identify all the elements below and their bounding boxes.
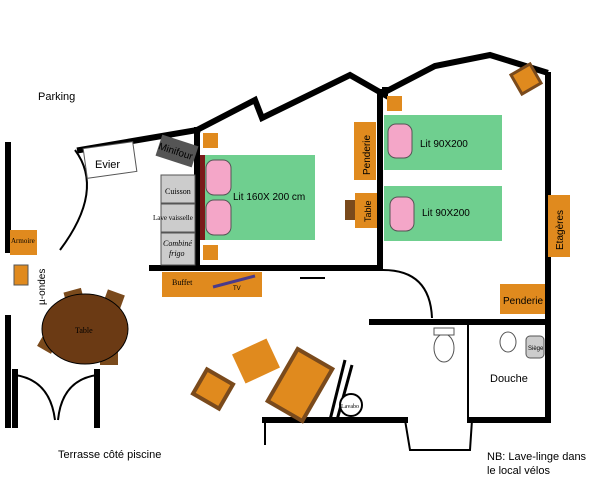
micro-ondes-label: µ-ondes: [37, 269, 48, 305]
toilet-tank: [433, 327, 455, 336]
penderie: [354, 122, 376, 180]
door-arc: [57, 374, 98, 421]
door-arc: [59, 149, 88, 251]
pillow: [387, 123, 413, 159]
micro-ondes: [13, 264, 29, 286]
lave-vaisselle-label: Lave vaisselle: [153, 214, 193, 222]
toilet: [433, 333, 455, 363]
single-bed-label: Lit 90X200: [422, 208, 470, 219]
penderie-label: Penderie: [362, 135, 373, 175]
buffet: [162, 272, 262, 297]
partitions: [14, 149, 473, 451]
siege-label: Siège: [528, 346, 544, 352]
door-arc: [14, 374, 56, 421]
cuisson: [160, 174, 196, 204]
sofa: [264, 346, 336, 424]
armoire: [10, 230, 37, 255]
penderie-label: Penderie: [503, 296, 543, 307]
lave-vaisselle: [160, 203, 196, 233]
terrasse-label: Terrasse côté piscine: [58, 449, 161, 461]
cuisson-label: Cuisson: [165, 187, 191, 196]
combine-label: Combiné: [163, 239, 192, 248]
pillow: [205, 159, 232, 196]
nightstand: [203, 245, 218, 260]
dining-table: [41, 293, 129, 365]
sink: [82, 141, 138, 179]
chair: [345, 200, 355, 220]
door-arc: [382, 269, 433, 319]
lavabo: [339, 393, 363, 417]
sink-label: Evier: [95, 159, 120, 171]
lavabo-label: Lavabo: [341, 404, 359, 410]
nightstand: [203, 133, 218, 148]
note-line-2: le local vélos: [487, 465, 550, 477]
etageres-label: Etagères: [555, 210, 566, 250]
washbasin: [499, 331, 517, 353]
bedside-table-label: Table: [363, 200, 373, 222]
pillow: [389, 196, 415, 232]
armchair: [190, 366, 236, 412]
nightstand: [387, 96, 402, 111]
tv: [212, 274, 256, 289]
armoire-label: Armoire: [11, 237, 35, 245]
penderie: [500, 284, 545, 314]
pillow: [205, 199, 232, 236]
combine-frigo: [160, 232, 196, 266]
douche-label: Douche: [490, 373, 528, 385]
parking-label: Parking: [38, 91, 75, 103]
minifour: [155, 134, 199, 168]
double-bed-label: Lit 160X 200 cm: [233, 192, 305, 203]
dining-table-label: Table: [75, 326, 93, 335]
etageres: [548, 195, 570, 257]
single-bed-label: Lit 90X200: [420, 139, 468, 150]
chair: [508, 61, 544, 97]
tv-label: TV: [233, 286, 241, 292]
headboard: [200, 155, 205, 240]
buffet-label: Buffet: [172, 278, 193, 287]
note-line-1: NB: Lave-linge dans: [487, 451, 587, 463]
siege: [525, 335, 545, 359]
coffee-table: [232, 338, 280, 384]
bedside-table: [355, 193, 377, 228]
frigo-label: frigo: [169, 249, 185, 258]
